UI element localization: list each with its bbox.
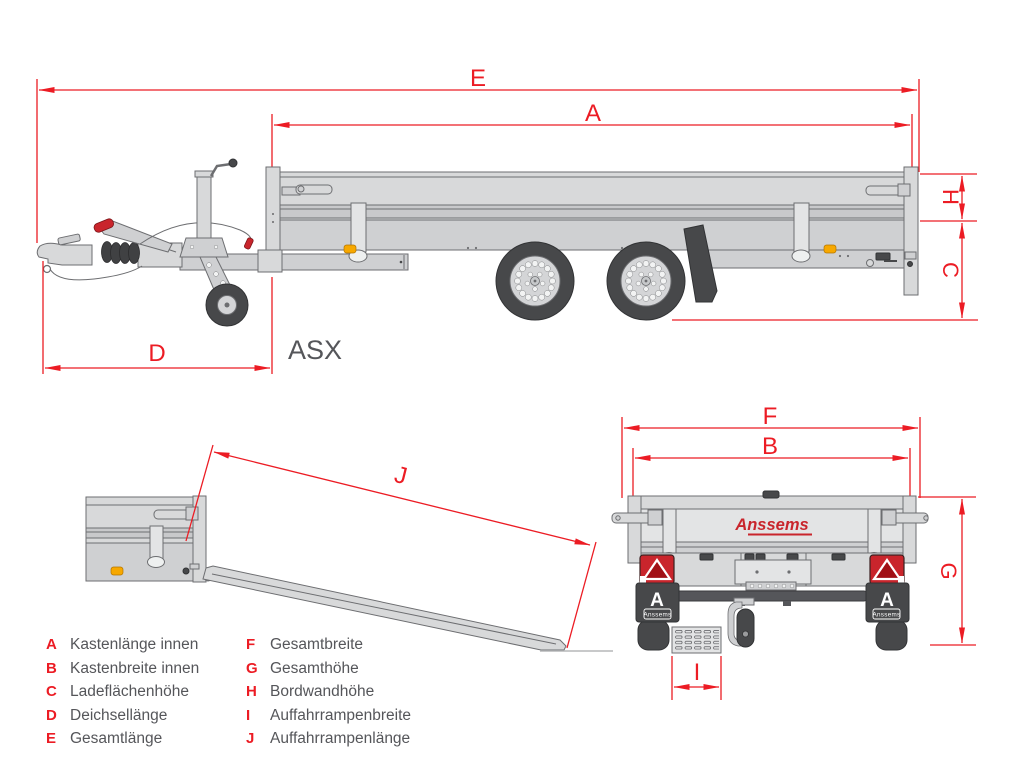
rear-latch (865, 183, 911, 197)
wheel-front (495, 241, 575, 321)
dimension-C: C (672, 222, 978, 321)
loading-ramp (202, 565, 567, 651)
crank-knob (228, 158, 238, 168)
latch-left (611, 509, 663, 526)
stake-bracket (149, 525, 164, 560)
handbrake-grip (93, 218, 114, 233)
trailer-side-body (257, 166, 919, 321)
bumper-bar (655, 590, 869, 602)
mudflap-side (683, 224, 718, 303)
dimension-D-label: D (148, 340, 165, 367)
rear-view: F B Anssems (611, 403, 976, 700)
model-label: ASX (288, 335, 342, 365)
ramp-view-trailer-rear-corner (85, 495, 213, 583)
dimension-B-label: B (762, 433, 778, 460)
svg-text:A: A (650, 590, 664, 611)
stake-bracket (662, 508, 677, 555)
license-plate-holder (734, 559, 812, 585)
dimension-B: B (632, 433, 911, 496)
front-latch (281, 184, 333, 196)
light-plug (182, 567, 190, 575)
dimension-G: G (918, 496, 976, 646)
ramp-rear-view (671, 626, 722, 654)
svg-text:A: A (880, 590, 894, 611)
side-reflector-icon (343, 244, 357, 254)
dimension-I-label: I (694, 659, 701, 686)
side-reflector-icon (823, 244, 837, 254)
dimension-A-label: A (585, 100, 601, 127)
stake-bracket (867, 508, 882, 555)
corner-post-right (902, 495, 917, 564)
breakaway-cable (49, 265, 143, 281)
tail-light-left (639, 554, 675, 585)
anssems-logo: Anssems (734, 516, 808, 534)
ramp-view: J (85, 444, 613, 652)
coupling-hitch (36, 242, 93, 266)
dimension-F-label: F (763, 403, 778, 430)
dimension-A: A (271, 100, 913, 171)
svg-text:Anssems: Anssems (644, 612, 672, 619)
dimension-H-label: H (938, 189, 963, 205)
dimension-E: E (36, 65, 920, 243)
connector-strip (745, 581, 797, 591)
tire-right (875, 619, 908, 651)
chassis-band (279, 219, 905, 251)
latch (153, 509, 191, 520)
dimension-H: H (920, 173, 977, 222)
corner-post-left (627, 495, 642, 564)
jockey-wheel-rear (727, 597, 755, 648)
handle (762, 490, 780, 499)
mudflap-left: A Anssems (635, 582, 680, 623)
trailer-rear-body: Anssems (611, 490, 929, 654)
svg-text:Anssems: Anssems (873, 612, 901, 619)
jockey-wheel-assembly (179, 158, 249, 327)
dimension-I: I (671, 656, 722, 700)
wheel-rear (606, 241, 686, 321)
stake-bracket (793, 202, 810, 253)
tail-light-right (869, 554, 905, 585)
mudflap-right: A Anssems (865, 582, 910, 623)
dimension-C-label: C (938, 262, 963, 278)
side-reflector-icon (110, 566, 124, 576)
dimension-F: F (621, 403, 921, 498)
dimension-E-label: E (470, 65, 486, 92)
dimension-G-label: G (936, 562, 961, 579)
side-view: E A (36, 65, 978, 374)
dimension-J-label: J (392, 461, 410, 490)
dimension-D: D (42, 261, 273, 374)
latch-right (881, 509, 929, 526)
tire-left (637, 619, 670, 651)
